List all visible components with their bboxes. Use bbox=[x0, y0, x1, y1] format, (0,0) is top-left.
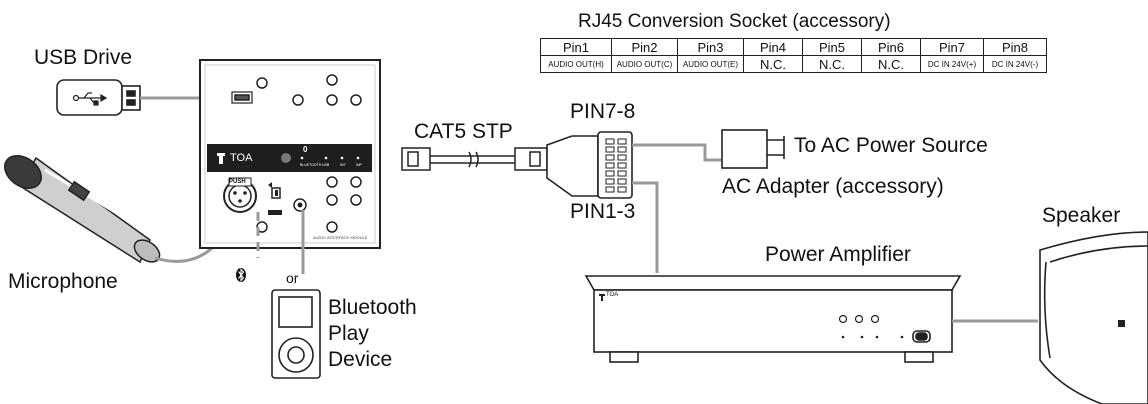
pin13-label: PIN1-3 bbox=[570, 200, 636, 223]
panel-caption: AUDIO INTERFACE MODULE bbox=[313, 235, 368, 240]
cat5-cable bbox=[401, 147, 548, 171]
dc-cable bbox=[632, 143, 725, 162]
usb-drive-label: USB Drive bbox=[34, 46, 133, 69]
microphone bbox=[4, 155, 161, 264]
table-header-cell: Pin5 bbox=[802, 38, 862, 56]
ac-adapter-label: AC Adapter (accessory) bbox=[722, 175, 944, 198]
table-header-row: Pin1 Pin2 Pin3 Pin4 Pin5 Pin6 Pin7 Pin8 bbox=[540, 38, 1047, 56]
audio-interface-panel: BLUETOOTH USB INT INP 0 bbox=[199, 59, 381, 249]
table-cell: N.C. bbox=[802, 55, 862, 73]
audio-cable bbox=[632, 181, 659, 273]
svg-text:INP: INP bbox=[356, 163, 363, 167]
bluetooth-label-line2: Play bbox=[328, 322, 369, 345]
table-cell: DC IN 24V(+) bbox=[920, 55, 984, 73]
table-cell: N.C. bbox=[743, 55, 803, 73]
table-cell: AUDIO OUT(C) bbox=[611, 55, 678, 73]
table-cell: AUDIO OUT(H) bbox=[540, 55, 612, 73]
svg-text:INT: INT bbox=[340, 163, 347, 167]
table-row: AUDIO OUT(H) AUDIO OUT(C) AUDIO OUT(E) N… bbox=[540, 55, 1047, 73]
amp-brand-label: TOA bbox=[606, 292, 619, 298]
table-header-cell: Pin8 bbox=[983, 38, 1047, 56]
table-cell: DC IN 24V(-) bbox=[983, 55, 1047, 73]
speaker bbox=[1039, 231, 1148, 404]
rj45-conversion-socket bbox=[546, 131, 633, 199]
panel-brand-label: TOA bbox=[230, 152, 253, 164]
pin-assignment-table: Pin1 Pin2 Pin3 Pin4 Pin5 Pin6 Pin7 Pin8 … bbox=[540, 38, 1047, 73]
pin78-label: PIN7-8 bbox=[570, 100, 636, 123]
power-amplifier-label: Power Amplifier bbox=[765, 243, 911, 266]
bluetooth-icon bbox=[236, 268, 246, 282]
usb-symbol-icon bbox=[72, 92, 108, 106]
table-header-cell: Pin3 bbox=[677, 38, 744, 56]
bluetooth-label-line1: Bluetooth bbox=[328, 296, 417, 319]
table-cell: N.C. bbox=[861, 55, 921, 73]
or-label: or bbox=[286, 270, 299, 286]
amp-toa-logo-icon bbox=[599, 294, 605, 301]
table-header-cell: Pin2 bbox=[611, 38, 678, 56]
toa-logo-icon bbox=[217, 153, 225, 164]
table-header-cell: Pin6 bbox=[861, 38, 921, 56]
table-header-cell: Pin4 bbox=[743, 38, 803, 56]
svg-text:BLUETOOTH: BLUETOOTH bbox=[300, 163, 322, 167]
bluetooth-play-device bbox=[271, 289, 321, 379]
ac-adapter bbox=[721, 129, 785, 169]
microphone-label: Microphone bbox=[8, 270, 118, 293]
table-header-cell: Pin7 bbox=[920, 38, 984, 56]
bluetooth-label-line3: Device bbox=[328, 348, 393, 371]
table-title: RJ45 Conversion Socket (accessory) bbox=[578, 11, 891, 32]
push-label: PUSH bbox=[229, 179, 246, 185]
svg-text:USB: USB bbox=[322, 163, 330, 167]
cat5-label: CAT5 STP bbox=[414, 120, 513, 143]
table-header-cell: Pin1 bbox=[540, 38, 612, 56]
power-amplifier bbox=[584, 275, 962, 363]
svg-text:0: 0 bbox=[303, 145, 308, 154]
table-cell: AUDIO OUT(E) bbox=[677, 55, 744, 73]
speaker-label: Speaker bbox=[1042, 204, 1121, 227]
ac-power-label: To AC Power Source bbox=[794, 134, 988, 157]
usb-drive bbox=[56, 79, 141, 116]
